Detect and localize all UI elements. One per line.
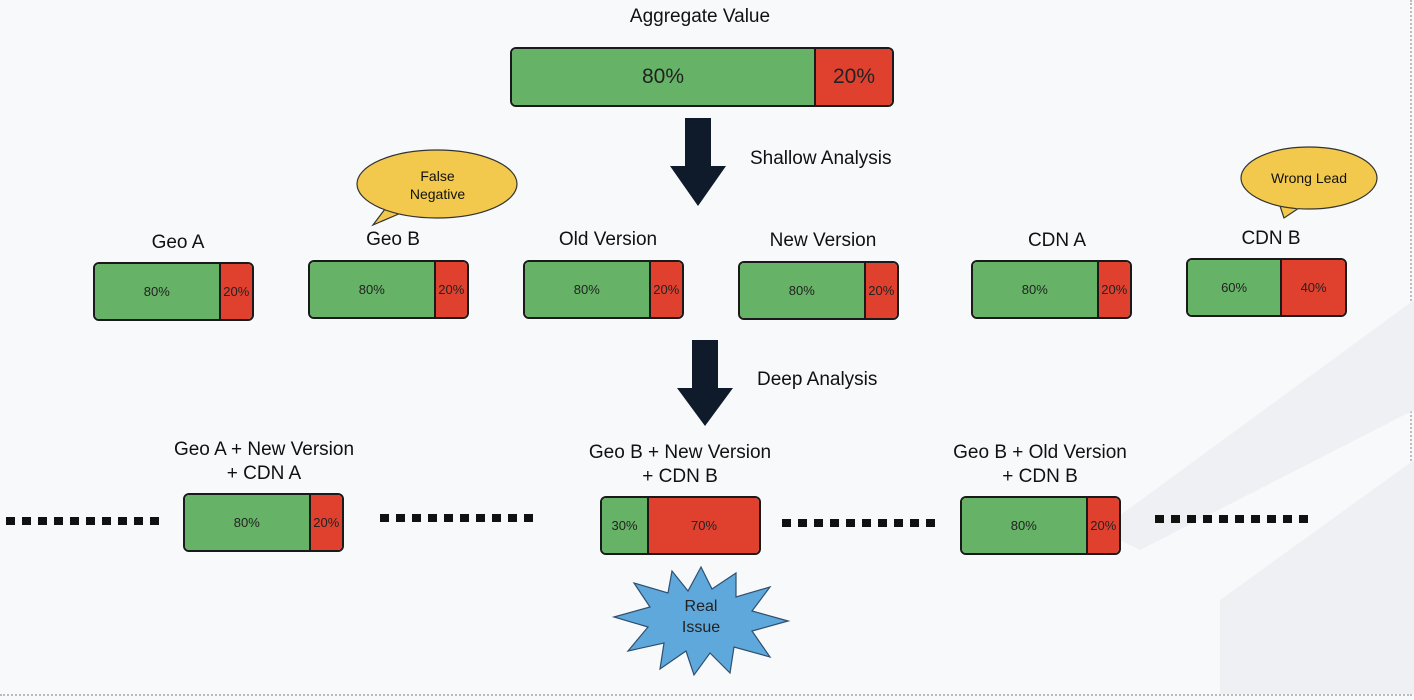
shallow-title-geo-a: Geo A <box>151 232 205 253</box>
good-segment: 80% <box>740 263 866 318</box>
bad-label: 20% <box>223 284 250 299</box>
bad-segment: 20% <box>865 263 897 318</box>
bad-label: 20% <box>653 282 680 297</box>
aggregate-title: Aggregate Value <box>629 6 771 27</box>
real-issue-line1: Real <box>684 598 718 615</box>
bad-label: 20% <box>1101 282 1128 297</box>
shallow-bar-geo-b: 80% 20% <box>308 260 469 319</box>
false-negative-text: False Negative <box>380 167 495 203</box>
down-arrow-shallow <box>670 118 726 206</box>
bad-segment: 20% <box>650 262 682 317</box>
good-label: 80% <box>233 515 260 530</box>
good-segment: 80% <box>973 262 1099 317</box>
deep-bar-1: 80% 20% <box>183 493 344 552</box>
dotted-separator <box>380 514 538 522</box>
shallow-title-geo-b: Geo B <box>366 229 420 250</box>
shallow-title-cdn-a: CDN A <box>1027 230 1087 251</box>
down-arrow-deep <box>677 340 733 426</box>
shallow-bar-old-version: 80% 20% <box>523 260 684 319</box>
false-negative-bubble <box>356 149 518 227</box>
bad-label: 20% <box>313 515 340 530</box>
good-segment: 80% <box>962 498 1088 553</box>
bad-segment: 20% <box>1087 498 1119 553</box>
deep-title-2: Geo B + New Version + CDN B <box>560 441 800 489</box>
shallow-bar-cdn-a: 80% 20% <box>971 260 1132 319</box>
false-negative-line2: Negative <box>409 186 466 202</box>
wrong-lead-bubble <box>1240 146 1378 219</box>
shallow-title-cdn-b: CDN B <box>1241 228 1301 249</box>
deep-title-3-line1: Geo B + Old Version <box>953 442 1127 463</box>
real-issue-line2: Issue <box>681 619 721 636</box>
bad-label: 20% <box>1090 518 1117 533</box>
shallow-title-new-version: New Version <box>769 230 877 251</box>
real-issue-starburst <box>612 565 790 677</box>
bad-segment: 20% <box>220 264 252 319</box>
bad-segment: 20% <box>310 495 342 550</box>
real-issue-text: Real Issue <box>661 596 741 638</box>
good-label: 80% <box>1010 518 1037 533</box>
good-label: 80% <box>358 282 385 297</box>
good-label: 80% <box>573 282 600 297</box>
bad-label: 70% <box>691 518 718 533</box>
shallow-bar-cdn-b: 60% 40% <box>1186 258 1347 317</box>
bad-label: 40% <box>1300 280 1327 295</box>
good-segment: 80% <box>310 262 436 317</box>
deep-title-2-line1: Geo B + New Version <box>588 442 772 463</box>
shallow-title-old-version: Old Version <box>558 229 658 250</box>
deep-title-3: Geo B + Old Version + CDN B <box>920 441 1160 489</box>
deep-title-1-line2: + CDN A <box>226 463 302 484</box>
shallow-analysis-label: Shallow Analysis <box>750 148 892 169</box>
good-segment: 80% <box>525 262 651 317</box>
deep-title-2-line2: + CDN B <box>642 466 718 487</box>
aggregate-good-label: 80% <box>641 65 685 88</box>
good-segment: 60% <box>1188 260 1283 315</box>
deep-title-3-line2: + CDN B <box>1002 466 1078 487</box>
shallow-bar-new-version: 80% 20% <box>738 261 899 320</box>
dotted-separator <box>1155 515 1313 523</box>
bad-label: 20% <box>438 282 465 297</box>
aggregate-bad-segment: 20% <box>816 49 892 105</box>
good-segment: 30% <box>602 498 650 553</box>
good-label: 80% <box>143 284 170 299</box>
good-segment: 80% <box>95 264 221 319</box>
false-negative-line1: False <box>420 168 455 184</box>
dotted-separator <box>6 517 164 525</box>
deep-bar-2: 30% 70% <box>600 496 761 555</box>
aggregate-bad-label: 20% <box>832 65 876 88</box>
good-label: 80% <box>788 283 815 298</box>
bad-segment: 20% <box>1098 262 1130 317</box>
bad-segment: 70% <box>649 498 759 553</box>
deep-bar-3: 80% 20% <box>960 496 1121 555</box>
background-watermark <box>1100 300 1414 694</box>
deep-title-1: Geo A + New Version + CDN A <box>144 438 384 486</box>
bad-segment: 20% <box>435 262 467 317</box>
bad-label: 20% <box>868 283 895 298</box>
deep-title-1-line1: Geo A + New Version <box>173 439 355 460</box>
wrong-lead-text: Wrong Lead <box>1270 170 1347 186</box>
good-label: 60% <box>1221 280 1248 295</box>
aggregate-bar: 80% 20% <box>510 47 894 107</box>
aggregate-good-segment: 80% <box>512 49 816 105</box>
bad-segment: 40% <box>1282 260 1345 315</box>
shallow-bar-geo-a: 80% 20% <box>93 262 254 321</box>
deep-analysis-label: Deep Analysis <box>757 369 878 390</box>
good-label: 80% <box>1021 282 1048 297</box>
good-segment: 80% <box>185 495 311 550</box>
dotted-separator <box>782 519 940 527</box>
good-label: 30% <box>611 518 638 533</box>
